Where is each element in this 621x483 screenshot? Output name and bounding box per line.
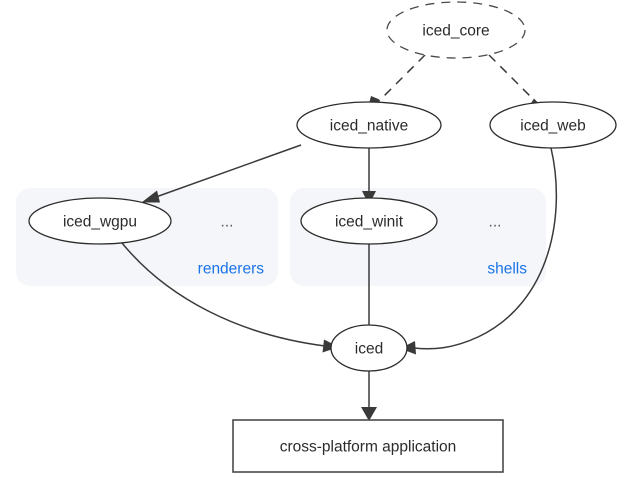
node-iced-winit-label: iced_winit xyxy=(335,214,404,231)
node-iced-wgpu-label: iced_wgpu xyxy=(63,214,137,231)
node-iced-winit[interactable]: iced_winit xyxy=(300,197,438,245)
node-iced-core[interactable]: iced_core xyxy=(386,1,526,59)
node-iced-wgpu[interactable]: iced_wgpu xyxy=(28,197,172,245)
node-cross-platform-application[interactable]: cross-platform application xyxy=(232,419,504,473)
node-cross-platform-application-shape[interactable] xyxy=(232,419,504,473)
edge-iced-native-to-iced-wgpu xyxy=(141,144,302,203)
edge-iced-to-application xyxy=(361,371,377,421)
node-iced-wgpu-shape[interactable] xyxy=(28,197,172,245)
node-iced-core-shape[interactable] xyxy=(386,1,526,59)
node-iced-web[interactable]: iced_web xyxy=(489,101,617,149)
node-cross-platform-application-label: cross-platform application xyxy=(280,439,457,456)
node-iced-native-shape[interactable] xyxy=(296,101,442,149)
node-iced-core-label: iced_core xyxy=(422,23,489,40)
node-iced[interactable]: iced xyxy=(330,324,408,372)
cluster-renderers-label: renderers xyxy=(198,261,265,278)
node-iced-shape[interactable] xyxy=(330,324,408,372)
node-iced-web-shape[interactable] xyxy=(489,101,617,149)
node-iced-label: iced xyxy=(355,341,383,358)
cluster-renderers-ellipsis: ... xyxy=(221,214,234,231)
node-iced-native[interactable]: iced_native xyxy=(296,101,442,149)
node-iced-web-label: iced_web xyxy=(520,118,586,135)
node-iced-winit-shape[interactable] xyxy=(300,197,438,245)
cluster-shells-ellipsis: ... xyxy=(489,214,502,231)
cluster-shells-label: shells xyxy=(487,261,527,278)
node-iced-native-label: iced_native xyxy=(330,118,408,135)
edge-iced-web-to-iced xyxy=(400,147,558,355)
